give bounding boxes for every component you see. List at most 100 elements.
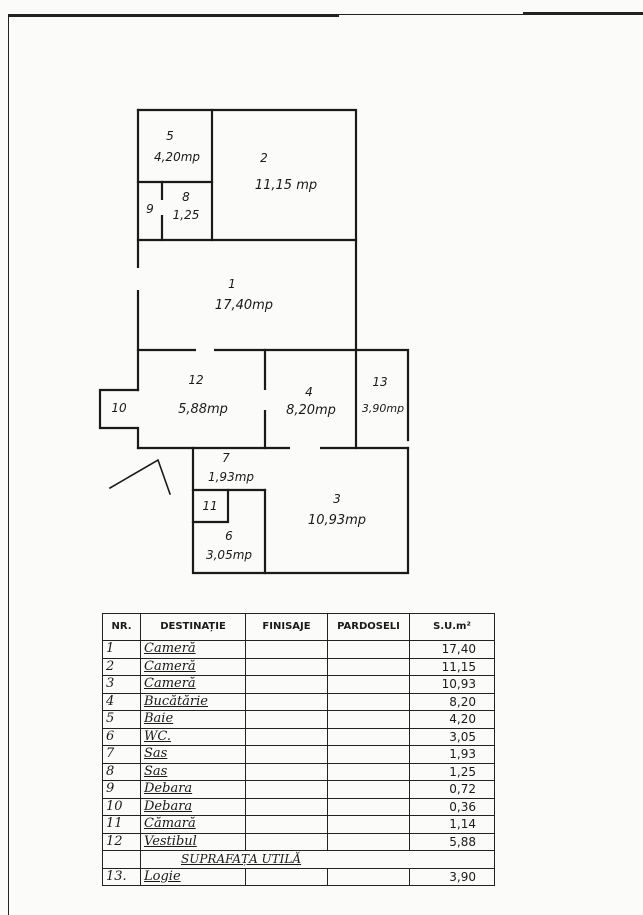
- row-area: 3,05: [409, 727, 495, 746]
- row-nr: 7: [102, 745, 141, 764]
- row-nr: 10: [102, 797, 141, 816]
- room-4-number: 4: [305, 385, 313, 399]
- row-destination: Vestibul: [140, 832, 246, 851]
- table-row-loggia: 13. Logie 3,90: [102, 867, 495, 886]
- row-floors: [327, 727, 410, 746]
- row-floors: [327, 867, 410, 886]
- row-destination: Cameră: [140, 640, 246, 659]
- top-border-line: [9, 15, 339, 17]
- row-destination: Sas: [140, 745, 246, 764]
- room-2-number: 2: [260, 151, 268, 165]
- table-row: 4 Bucătărie 8,20: [102, 692, 495, 711]
- row-area: 17,40: [409, 640, 495, 659]
- row-destination: Logie: [140, 867, 246, 886]
- row-area: 0,72: [409, 780, 495, 799]
- room-7-area: 1,93mp: [208, 470, 254, 484]
- row-finishes: [245, 797, 328, 816]
- room-7-number: 7: [222, 451, 230, 465]
- row-finishes: [245, 762, 328, 781]
- row-finishes: [245, 710, 328, 729]
- row-destination: Cămară: [140, 815, 246, 834]
- top-right-mark: [523, 0, 643, 14]
- row-destination: Debara: [140, 797, 246, 816]
- floor-plan: 1 17,40mp 2 11,15 mp 3 10,93mp 4 8,20mp …: [98, 108, 410, 575]
- wall-room10: [98, 388, 140, 450]
- row-floors: [327, 745, 410, 764]
- table-row: 6 WC. 3,05: [102, 727, 495, 746]
- row-finishes: [245, 640, 328, 659]
- room-8-area: 1,25: [173, 208, 200, 222]
- row-area: 5,88: [409, 832, 495, 851]
- row-floors: [327, 657, 410, 676]
- room-13-area: 3,90mp: [362, 402, 404, 415]
- room-12-number: 12: [188, 373, 203, 387]
- row-destination: Debara: [140, 780, 246, 799]
- row-destination: Cameră: [140, 675, 246, 694]
- room-5-number: 5: [166, 129, 174, 143]
- row-floors: [327, 832, 410, 851]
- row-nr: 4: [102, 692, 141, 711]
- summary-label: SUPRAFAȚA UTILĂ: [140, 850, 495, 869]
- summary-spacer: [102, 850, 141, 869]
- entry-door: [108, 458, 172, 496]
- wall-room11: [191, 488, 230, 524]
- table-row: 2 Cameră 11,15: [102, 657, 495, 676]
- row-finishes: [245, 815, 328, 834]
- row-finishes: [245, 692, 328, 711]
- row-area: 1,93: [409, 745, 495, 764]
- row-destination: WC.: [140, 727, 246, 746]
- row-finishes: [245, 675, 328, 694]
- table-row: 7 Sas 1,93: [102, 745, 495, 764]
- row-nr: 13.: [102, 867, 141, 886]
- room-6-area: 3,05mp: [206, 548, 252, 562]
- row-destination: Baie: [140, 710, 246, 729]
- room-1-area: 17,40mp: [215, 298, 273, 313]
- room-13-number: 13: [372, 375, 387, 389]
- wall-bottom-left: [191, 446, 410, 575]
- row-nr: 12: [102, 832, 141, 851]
- room-6-number: 6: [225, 529, 233, 543]
- room-10-number: 10: [111, 401, 127, 415]
- row-nr: 2: [102, 657, 141, 676]
- row-floors: [327, 762, 410, 781]
- row-finishes: [245, 745, 328, 764]
- row-area: 8,20: [409, 692, 495, 711]
- header-destination: DESTINAȚIE: [140, 613, 246, 641]
- room-3-number: 3: [333, 492, 341, 506]
- room-9-number: 9: [146, 202, 154, 216]
- row-finishes: [245, 727, 328, 746]
- row-finishes: [245, 780, 328, 799]
- wall-mid-top: [136, 348, 410, 442]
- row-floors: [327, 710, 410, 729]
- row-nr: 8: [102, 762, 141, 781]
- table-header-row: NR. DESTINAȚIE FINISAJE PARDOSELI S.U.m²: [102, 613, 495, 641]
- table-row: 9 Debara 0,72: [102, 780, 495, 799]
- row-area: 10,93: [409, 675, 495, 694]
- room-4-area: 8,20mp: [286, 403, 336, 418]
- row-finishes: [245, 832, 328, 851]
- table-row: 3 Cameră 10,93: [102, 675, 495, 694]
- row-floors: [327, 640, 410, 659]
- room-2-area: 11,15 mp: [255, 178, 317, 193]
- row-finishes: [245, 867, 328, 886]
- room-5-area: 4,20mp: [154, 150, 200, 164]
- row-floors: [327, 692, 410, 711]
- room-8-number: 8: [182, 190, 190, 204]
- row-floors: [327, 815, 410, 834]
- row-nr: 1: [102, 640, 141, 659]
- room-11-number: 11: [202, 499, 217, 513]
- room-12-area: 5,88mp: [178, 402, 228, 417]
- table-row: 5 Baie 4,20: [102, 710, 495, 729]
- header-area: S.U.m²: [409, 613, 495, 641]
- row-area: 0,36: [409, 797, 495, 816]
- header-finishes: FINISAJE: [245, 613, 328, 641]
- row-finishes: [245, 657, 328, 676]
- row-nr: 5: [102, 710, 141, 729]
- row-destination: Sas: [140, 762, 246, 781]
- row-floors: [327, 780, 410, 799]
- row-nr: 3: [102, 675, 141, 694]
- room-schedule-table: NR. DESTINAȚIE FINISAJE PARDOSELI S.U.m²…: [102, 613, 495, 886]
- row-area: 1,14: [409, 815, 495, 834]
- room-3-area: 10,93mp: [308, 513, 366, 528]
- row-nr: 6: [102, 727, 141, 746]
